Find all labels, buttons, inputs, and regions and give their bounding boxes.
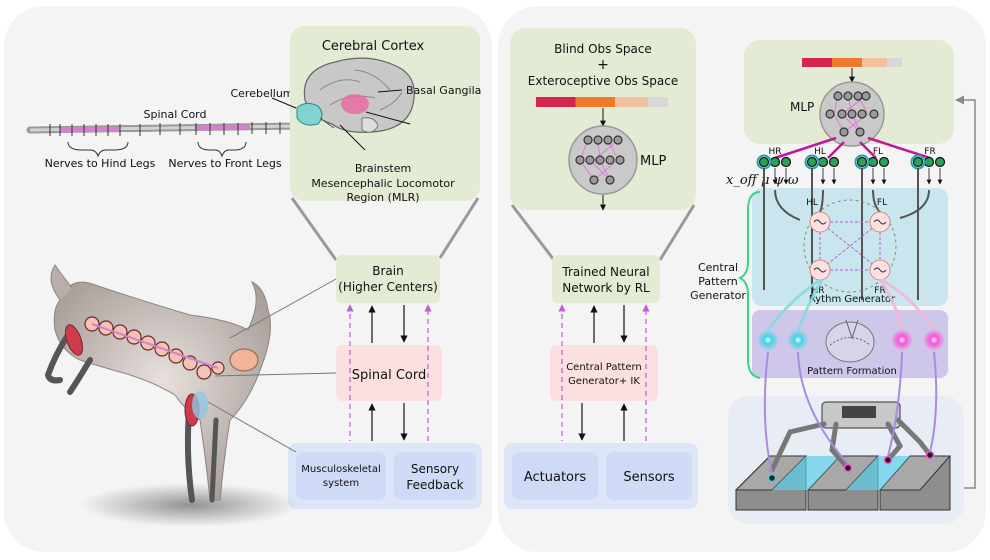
cpg-bracket <box>737 191 761 379</box>
leg-label-hr: HR <box>768 147 781 157</box>
musculo-label-line1: Musculoskeletal <box>301 464 380 475</box>
zoom-line-right <box>438 197 480 259</box>
spinal-cord-label: Spinal Cord <box>143 108 206 121</box>
hind-legs-brace <box>67 141 129 158</box>
cpg-param-math: x_off μ ψ ω <box>726 173 799 188</box>
basal-gangila-label: Basal Gangila <box>406 84 481 97</box>
goat-spine-link <box>214 372 337 377</box>
pattern-formation-label: Pattern Formation <box>807 366 897 377</box>
nerves-hind-label: Nerves to Hind Legs <box>45 157 156 170</box>
actuators-label: Actuators <box>524 470 587 485</box>
rythm-generator-box <box>752 188 948 306</box>
robot-quadruped <box>767 401 935 483</box>
obs-plus-label: + <box>597 57 609 73</box>
zoom-line-left-2 <box>510 204 556 261</box>
rythm-to-pattern-lines <box>766 278 824 331</box>
sensors-box <box>606 452 692 500</box>
nerves-front-label: Nerves to Front Legs <box>168 157 282 170</box>
osc-label-fl: FL <box>877 198 887 208</box>
osc-label-hl: HL <box>806 198 818 208</box>
mlr-label-line2: Region (MLR) <box>347 191 420 204</box>
param-arrows <box>772 168 943 185</box>
brainstem-label: Brainstem <box>355 162 411 175</box>
cpg-ik-label-line1: Central Pattern <box>566 362 642 373</box>
spinal-cord-box-label: Spinal Cord <box>352 368 426 383</box>
cpg-ik-box <box>550 345 658 401</box>
obs-label-line2: Exteroceptive Obs Space <box>528 74 678 88</box>
pattern-to-robot-lines <box>763 351 938 475</box>
panel1-arrows <box>346 304 432 441</box>
panel2-arrows <box>558 304 650 441</box>
observation-bar <box>536 97 668 107</box>
cpg-bracket-label-line3: Generator <box>690 289 746 302</box>
sensors-label: Sensors <box>623 470 675 485</box>
brain-illustration <box>296 57 415 133</box>
sensory-box <box>394 452 476 500</box>
brain-label-line1: Brain <box>372 264 403 278</box>
cpg-bracket-label-line1: Central <box>698 261 738 274</box>
obs-label-line1: Blind Obs Space <box>554 42 652 56</box>
leg-label-hl: HL <box>814 147 826 157</box>
actuators-box <box>512 452 598 500</box>
musculo-label-line2: system <box>323 478 359 489</box>
mlp-network-icon-3 <box>819 81 885 147</box>
brain-box <box>336 255 440 303</box>
terrain-blocks <box>734 455 952 511</box>
goat-muscle-link <box>207 401 297 453</box>
trained-label-line1: Trained Neural <box>561 265 649 279</box>
goat-illustration <box>44 264 300 527</box>
output-nodes <box>756 154 946 170</box>
leg-label-fr: FR <box>924 147 935 157</box>
trained-label-line2: Network by RL <box>562 281 650 295</box>
sensory-label-line1: Sensory <box>411 462 459 476</box>
oscillator-network <box>803 199 897 293</box>
brain-label-line2: (Higher Centers) <box>338 280 438 294</box>
rythm-generator-label: Rythm Generator <box>809 294 896 305</box>
zoom-line-left <box>290 197 338 261</box>
pattern-nodes <box>757 319 945 363</box>
leg-label-fl: FL <box>873 147 883 157</box>
cerebral-cortex-label: Cerebral Cortex <box>322 39 425 54</box>
cpg-bracket-label-line2: Pattern <box>698 275 738 288</box>
mlp-label: MLP <box>640 154 666 169</box>
command-lines <box>763 168 930 300</box>
goat-brain-link <box>229 278 337 339</box>
zoom-line-right-2 <box>658 204 696 261</box>
trained-network-box <box>552 255 660 303</box>
sensory-label-line2: Feedback <box>406 478 463 492</box>
observation-bar-3 <box>802 58 902 67</box>
spinal-cord-box <box>336 345 442 401</box>
osc-label-hr: HR <box>811 286 824 296</box>
mlp-label-3: MLP <box>790 100 814 114</box>
cpg-ik-label-line2: Generator+ IK <box>568 376 640 387</box>
musculoskeletal-box <box>296 452 386 500</box>
mlp-network-icon <box>568 125 638 195</box>
cerebellum-label: Cerebellum <box>230 87 293 100</box>
mlr-label-line1: Mesencephalic Locomotor <box>311 177 455 190</box>
mlp-output-lines <box>774 136 931 160</box>
front-legs-brace <box>197 141 247 158</box>
osc-label-fr: FR <box>874 286 885 296</box>
